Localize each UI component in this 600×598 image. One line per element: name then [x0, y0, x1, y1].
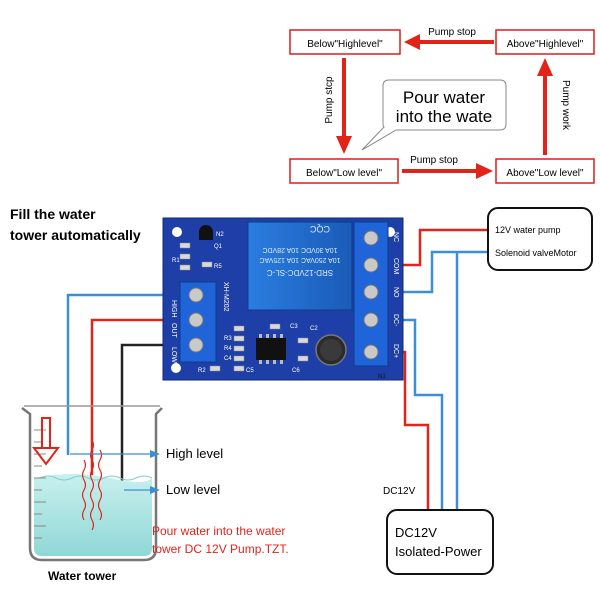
wire-out — [90, 318, 180, 520]
wire-dc-neg — [384, 318, 444, 510]
smd-resistor — [179, 242, 191, 249]
smd-capacitor — [297, 337, 309, 344]
fill-arrow — [41, 417, 51, 449]
label-c2: C2 — [310, 326, 318, 332]
smd-resistor — [179, 253, 191, 260]
label-c5: C5 — [246, 368, 254, 374]
above-low-box — [495, 158, 595, 184]
wire-high — [66, 293, 180, 455]
terminal-screw-dc-neg[interactable] — [363, 312, 379, 328]
terminal-label-high: HIGH — [170, 300, 177, 318]
callout-bubble — [361, 79, 507, 151]
label-r3: R3 — [224, 336, 232, 342]
tank-caption: Water tower — [48, 569, 117, 583]
label-c4: C4 — [224, 356, 232, 362]
title-line1: Fill the water — [10, 206, 96, 222]
tank-note-line1: Pour water into the water — [152, 524, 285, 538]
wire-no — [384, 250, 490, 294]
mount-hole — [172, 227, 182, 237]
below-high-box — [289, 29, 401, 55]
label-r4: R4 — [224, 346, 232, 352]
pump-work-label: Pump work — [560, 80, 571, 131]
terminal-label-dc-neg: DC- — [392, 314, 399, 327]
smd-capacitor — [297, 355, 309, 362]
high-level-label: High level — [166, 446, 223, 461]
transistor-q1 — [199, 225, 213, 240]
smd-capacitor — [233, 365, 245, 372]
pump-box — [487, 207, 593, 271]
power-box — [386, 509, 494, 575]
board-model: XH-M202 — [222, 282, 229, 312]
mount-hole — [171, 363, 181, 373]
pump-stop-bottom-label: Pump stop — [410, 155, 458, 166]
tank-note-line2: tower DC 12V Pump.TZT. — [152, 542, 289, 556]
terminal-screw-nc[interactable] — [363, 230, 379, 246]
label-n1: N1 — [378, 374, 386, 380]
smd-resistor — [233, 355, 245, 362]
smd-resistor — [179, 264, 191, 271]
power-line2: Isolated-Power — [395, 544, 482, 559]
label-q1: Q1 — [214, 244, 223, 250]
terminal-label-com: COM — [392, 258, 399, 275]
pump-stcp-label: Pump stcp — [324, 76, 335, 124]
flowchart: Below"Highlevel" Above"Highlevel" Below"… — [289, 27, 595, 184]
terminal-label-low: LOW — [170, 347, 177, 363]
label-c3: C3 — [290, 324, 298, 330]
wire-low — [120, 343, 180, 495]
above-low-label: Above"Low level" — [506, 168, 584, 179]
relay-brand: CQC — [310, 224, 331, 234]
label-r2: R2 — [198, 368, 206, 374]
title-line2: tower automatically — [10, 227, 141, 243]
terminal-screw-no[interactable] — [363, 284, 379, 300]
ic-chip — [256, 338, 286, 360]
terminal-screw-high[interactable] — [188, 287, 204, 303]
below-low-box — [289, 158, 399, 184]
label-r5: R5 — [214, 264, 222, 270]
beaker-outline — [21, 407, 163, 562]
pump-line1: 12V water pump — [495, 225, 561, 235]
power-line1: DC12V — [395, 525, 437, 540]
callout-line2: into the wate — [396, 107, 492, 126]
smd-resistor — [233, 335, 245, 342]
smd-resistor — [209, 365, 221, 372]
terminal-screw-dc-pos[interactable] — [363, 344, 379, 360]
pump-stop-top-label: Pump stop — [428, 27, 476, 38]
water-tank — [21, 405, 163, 562]
dc-label: DC12V — [383, 486, 416, 497]
below-low-label: Below"Low level" — [306, 168, 382, 179]
above-high-box — [495, 29, 595, 55]
water — [34, 474, 152, 556]
terminal-label-no: NO — [392, 287, 399, 298]
smd-resistor — [201, 261, 213, 268]
smd-resistor — [233, 325, 245, 332]
label-c6: C6 — [292, 368, 300, 374]
low-level-label: Low level — [166, 482, 220, 497]
terminal-screw-com[interactable] — [363, 257, 379, 273]
above-high-label: Above"Highlevel" — [507, 39, 584, 50]
relay-line1: SRD-12VDC-SL-C — [267, 268, 333, 277]
terminal-screw-out[interactable] — [188, 312, 204, 328]
terminal-label-nc: NC — [392, 232, 399, 242]
relay-line3: 10A 30VDC 10A 28VDC — [262, 246, 337, 253]
below-high-label: Below"Highlevel" — [307, 39, 383, 50]
label-n2: N2 — [216, 232, 224, 238]
relay — [247, 221, 353, 311]
relay-line2: 10A 250VAC 10A 125VAC — [259, 256, 340, 263]
terminal-label-dc-pos: DC+ — [392, 344, 399, 358]
terminal-screw-low[interactable] — [188, 337, 204, 353]
terminal-label-out: OUT — [170, 323, 177, 339]
relay-board: SRD-12VDC-SL-C 10A 250VAC 10A 125VAC 10A… — [162, 217, 404, 381]
callout-line1: Pour water — [403, 88, 486, 107]
smd-resistor — [233, 345, 245, 352]
smd-capacitor — [269, 323, 281, 330]
label-r1: R1 — [172, 258, 180, 264]
pump-line2: Solenoid valveMotor — [495, 248, 577, 258]
